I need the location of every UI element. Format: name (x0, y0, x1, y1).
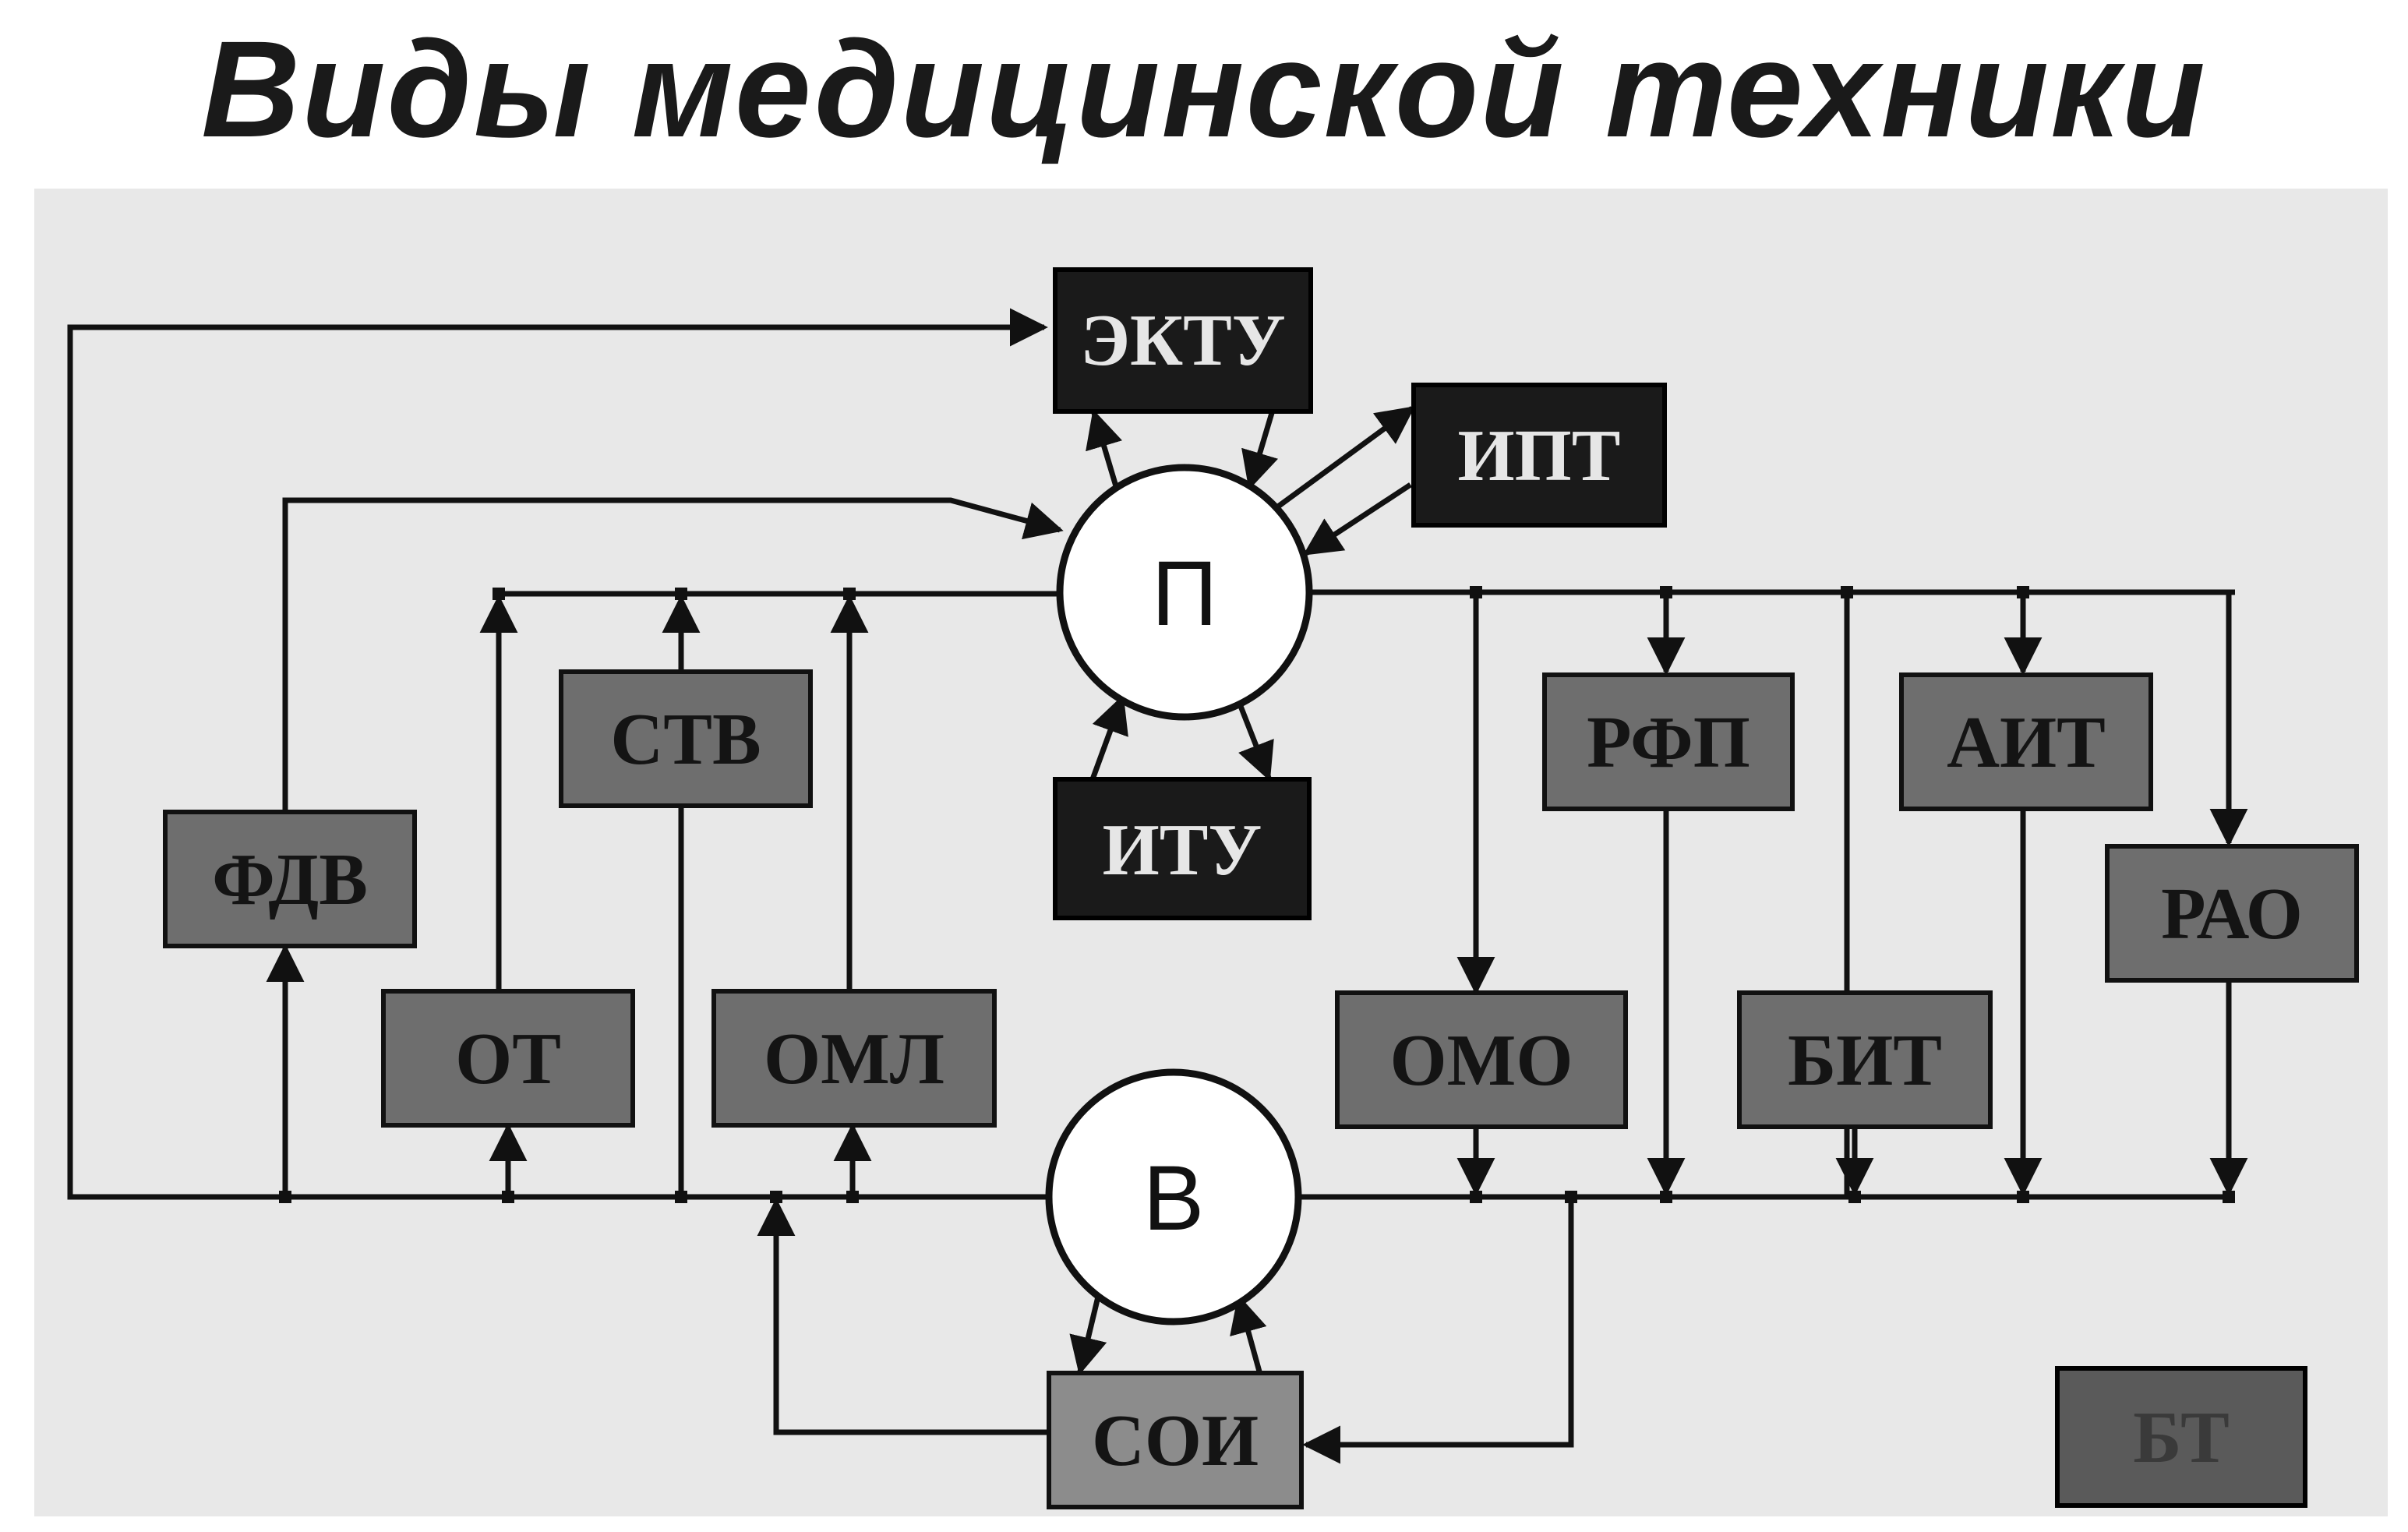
junction-dot (279, 1191, 291, 1203)
box-ipt-label: ИПТ (1458, 415, 1621, 496)
junction-dot (770, 1191, 782, 1203)
box-rao-label: РАО (2161, 874, 2303, 955)
box-itu[interactable]: ИТУ (1053, 777, 1312, 920)
box-oml[interactable]: ОМЛ (711, 989, 997, 1128)
box-stv-label: СТВ (610, 699, 761, 780)
box-stv[interactable]: СТВ (559, 669, 813, 808)
box-soi-label: СОИ (1092, 1400, 1259, 1481)
junction-dot (2017, 1191, 2029, 1203)
node-v[interactable]: В (1045, 1068, 1302, 1325)
junction-dot (1660, 1191, 1672, 1203)
box-oml-label: ОМЛ (764, 1018, 944, 1100)
junction-dot (1841, 586, 1853, 598)
link-soi-to-v-bus (757, 1198, 1049, 1435)
box-ektu[interactable]: ЭКТУ (1053, 267, 1313, 414)
junction-dot (675, 1191, 687, 1203)
box-omo-label: ОМО (1390, 1020, 1573, 1101)
box-ipt[interactable]: ИПТ (1411, 383, 1667, 528)
box-rfp-label: РФП (1587, 702, 1750, 783)
link-ipt-to-p (1302, 482, 1412, 556)
page-title: Виды медицинской техники (201, 13, 2207, 166)
link-soi-to-v (1230, 1294, 1267, 1372)
junction-dot (1470, 586, 1482, 598)
link-ektu-to-p (1241, 412, 1279, 490)
box-omo[interactable]: ОМО (1335, 990, 1628, 1129)
junction-dot (1848, 1191, 1861, 1203)
box-bit[interactable]: БИТ (1737, 990, 1993, 1129)
box-soi[interactable]: СОИ (1047, 1371, 1304, 1509)
junction-dot (1565, 1191, 1577, 1203)
junction-dot (675, 588, 687, 600)
box-itu-label: ИТУ (1103, 810, 1262, 891)
link-fdv-to-p (282, 497, 1064, 810)
box-ektu-label: ЭКТУ (1080, 300, 1286, 381)
box-rfp[interactable]: РФП (1542, 672, 1795, 811)
box-ot[interactable]: ОТ (381, 989, 635, 1128)
box-fdv-label: ФДВ (212, 839, 368, 920)
box-bit-label: БИТ (1788, 1020, 1942, 1101)
junction-dot (1470, 1191, 1482, 1203)
junction-dot (2017, 586, 2029, 598)
junction-dot (846, 1191, 859, 1203)
junction-dot (843, 588, 856, 600)
box-bt[interactable]: БТ (2055, 1366, 2307, 1508)
node-p-label: П (1152, 542, 1218, 645)
link-v-to-soi (1069, 1293, 1107, 1375)
box-ait[interactable]: АИТ (1899, 672, 2153, 811)
junction-dot (502, 1191, 514, 1203)
junction-dot (2223, 1191, 2235, 1203)
junction-dot (493, 588, 505, 600)
box-bt-label: БТ (2133, 1397, 2230, 1478)
node-p[interactable]: П (1056, 464, 1313, 721)
box-rao[interactable]: РАО (2105, 844, 2359, 983)
box-ot-label: ОТ (455, 1018, 561, 1100)
junction-dot (1660, 586, 1672, 598)
link-itu-to-p (1089, 694, 1128, 781)
link-p-to-ipt (1276, 406, 1415, 509)
link-v-bus-to-soi (1302, 1197, 1574, 1464)
link-p-to-ektu (1086, 409, 1123, 487)
box-fdv[interactable]: ФДВ (163, 810, 417, 948)
box-ait-label: АИТ (1947, 702, 2106, 783)
link-p-to-itu (1234, 697, 1274, 782)
node-v-label: В (1143, 1147, 1205, 1250)
